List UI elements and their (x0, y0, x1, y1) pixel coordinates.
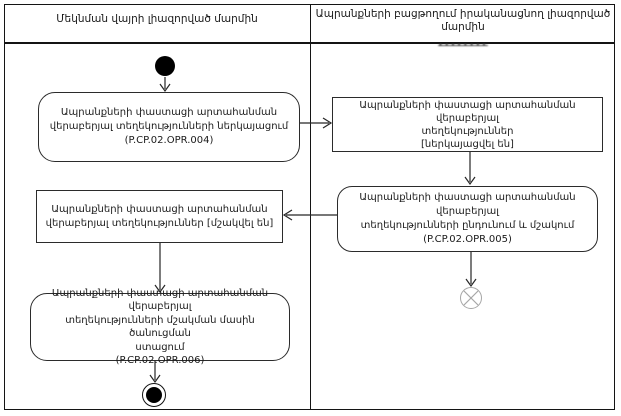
flow-final-node-icon (460, 287, 482, 309)
action-node-opr005: Ապրանքների փաստացի արտահանման վերաբերյալ… (337, 186, 598, 252)
action-opr004-line: վերաբերյալ տեղեկությունների ներկայացում (49, 121, 289, 132)
action-opr004-line: Ապրանքների փաստացի արտահանման (60, 107, 278, 118)
lane-title-left: Մեկնման վայրի լիազորված մարմին (56, 13, 258, 25)
activity-final-node-core (145, 386, 162, 403)
activity-final-node-icon (142, 383, 166, 407)
action-opr005-line: Ապրանքների փաստացի արտահանման վերաբերյալ (359, 192, 576, 217)
object-presented-state: [ներկայացվել են] (421, 138, 514, 150)
action-node-opr004: Ապրանքների փաստացի արտահանման վերաբերյալ… (38, 92, 300, 162)
object-node-processed: Ապրանքների փաստացի արտահանման վերաբերյալ… (36, 190, 283, 243)
object-presented-line: Ապրանքների փաստացի արտահանման վերաբերյալ (359, 99, 576, 124)
lane-subtitle-illegible: •••••••• (438, 41, 488, 50)
action-opr006-line: Ապրանքների փաստացի արտահանման վերաբերյալ (51, 287, 269, 313)
lane-divider (309, 4, 311, 410)
action-opr004-code: (P.CP.02.OPR.004) (124, 135, 214, 146)
action-opr005-code: (P.CP.02.OPR.005) (423, 234, 512, 245)
object-node-presented: Ապրանքների փաստացի արտահանման վերաբերյալ… (332, 97, 603, 152)
action-opr006-line: ստացում (135, 341, 185, 353)
action-opr005-line: տեղեկությունների ընդունում և մշակում (360, 220, 575, 231)
initial-node-icon (155, 56, 175, 76)
object-processed-line: Ապրանքների փաստացի արտահանման (51, 203, 268, 215)
action-opr006-code: (P.CP.02.OPR.006) (115, 355, 205, 366)
object-processed-state: վերաբերյալ տեղեկություններ [մշակվել են] (45, 217, 274, 229)
action-node-opr006: Ապրանքների փաստացի արտահանման վերաբերյալ… (30, 288, 290, 366)
action-opr006-line: տեղեկությունների մշակման մասին ծանուցման (65, 314, 255, 340)
header-separator (4, 42, 615, 44)
lane-header-right: Ապրանքների բացթողում իրականացնող լիազորվ… (312, 8, 614, 52)
lane-title-right: Ապրանքների բացթողում իրականացնող լիազորվ… (315, 8, 611, 33)
object-presented-line: տեղեկություններ (421, 125, 514, 137)
